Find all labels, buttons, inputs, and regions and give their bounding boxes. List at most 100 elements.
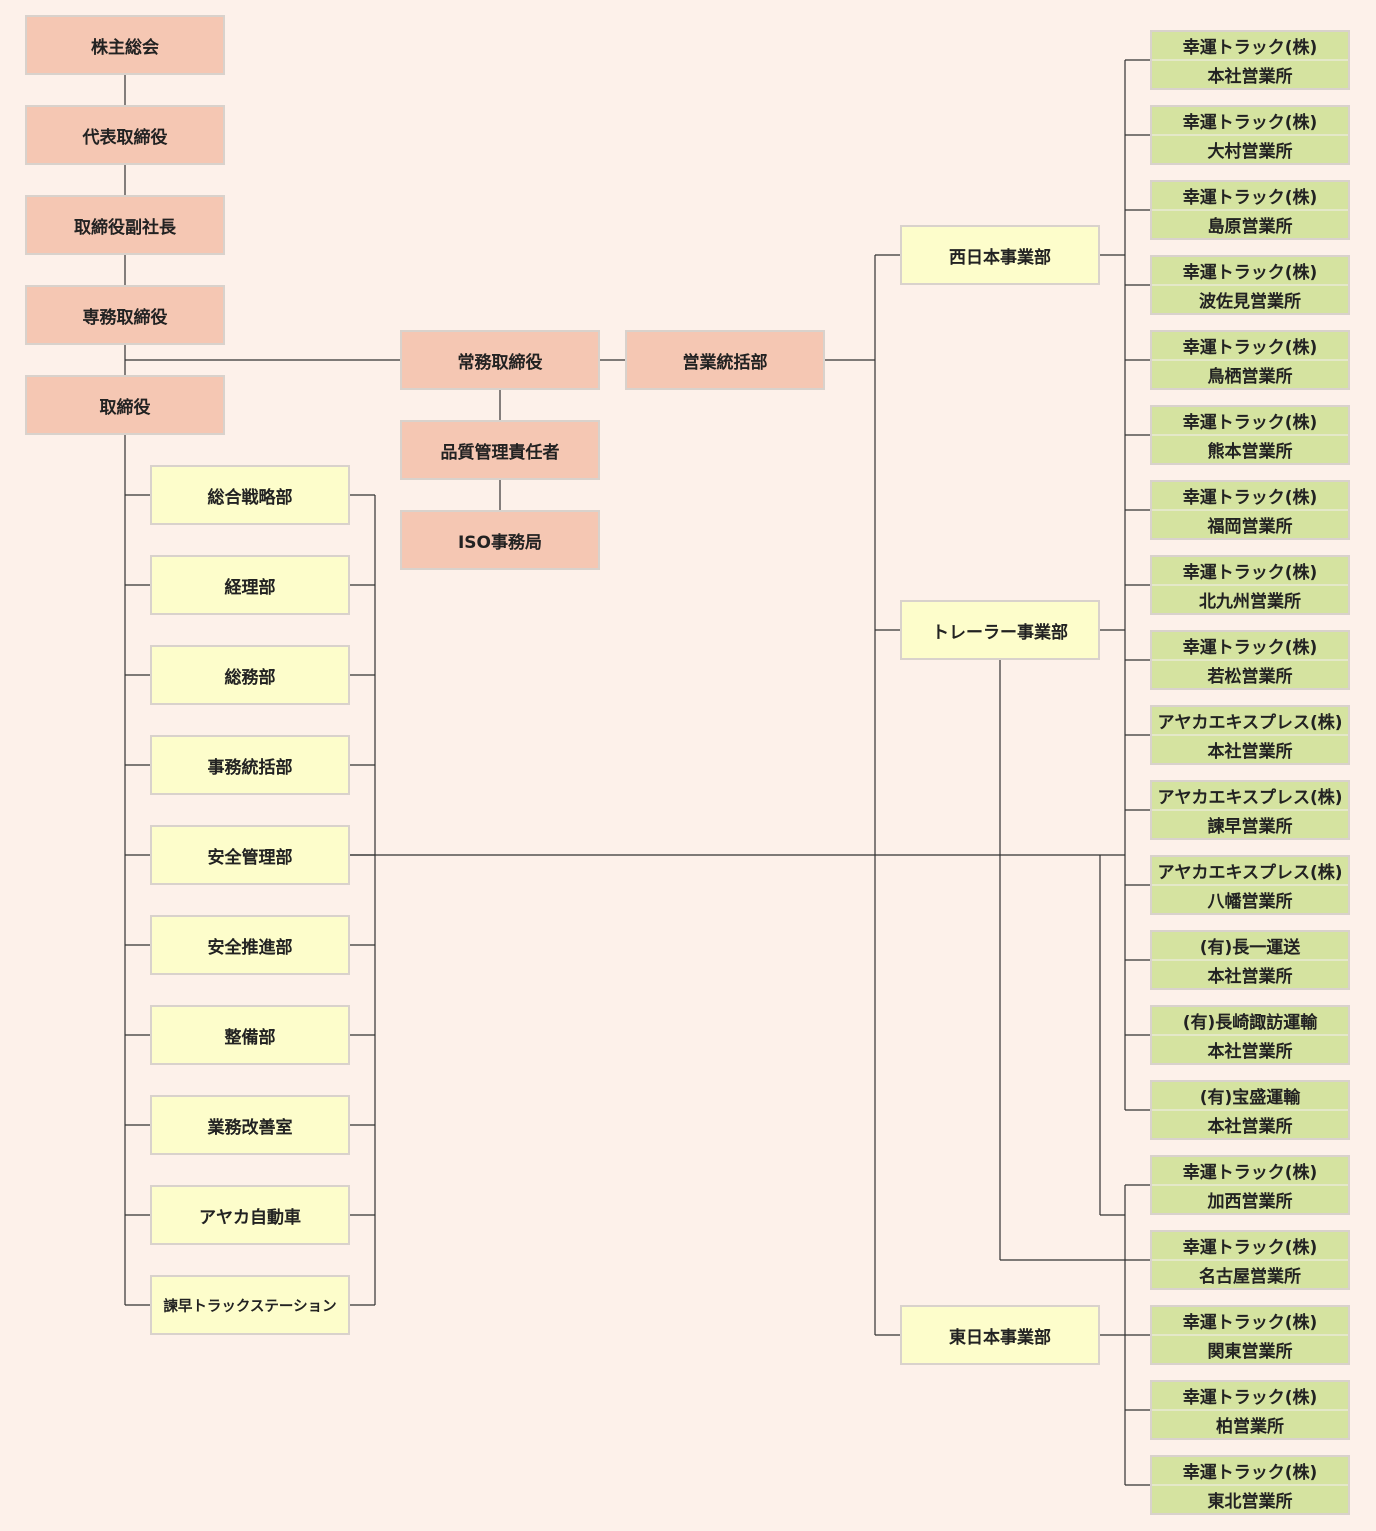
branch-office-box: (有)長一運送本社営業所 <box>1150 930 1350 990</box>
branch-office-box: 幸運トラック(株)熊本営業所 <box>1150 405 1350 465</box>
department-box: 事務統括部 <box>150 735 350 795</box>
branch-office-box: 幸運トラック(株)鳥栖営業所 <box>1150 330 1350 390</box>
branch-office: 本社営業所 <box>1152 1034 1348 1063</box>
branch-office: 本社営業所 <box>1152 959 1348 988</box>
senior-director-box: 専務取締役 <box>25 285 225 345</box>
iso-office-box: ISO事務局 <box>400 510 600 570</box>
branch-office-box: 幸運トラック(株)福岡営業所 <box>1150 480 1350 540</box>
quality-manager-label: 品質管理責任者 <box>440 442 560 463</box>
managing-director-label: 常務取締役 <box>457 352 543 373</box>
branch-office-box: 幸運トラック(株)関東営業所 <box>1150 1305 1350 1365</box>
branch-office-box: (有)宝盛運輸本社営業所 <box>1150 1080 1350 1140</box>
department-box: アヤカ自動車 <box>150 1185 350 1245</box>
branch-office-box: 幸運トラック(株)大村営業所 <box>1150 105 1350 165</box>
branch-office: 本社営業所 <box>1152 734 1348 763</box>
sales-hq-box: 営業統括部 <box>625 330 825 390</box>
director-box: 取締役 <box>25 375 225 435</box>
branch-office: 島原営業所 <box>1152 209 1348 238</box>
branch-company: 幸運トラック(株) <box>1182 188 1318 208</box>
branch-company: (有)宝盛運輸 <box>1199 1088 1301 1108</box>
branch-company: 幸運トラック(株) <box>1182 1163 1318 1183</box>
branch-office-box: アヤカエキスプレス(株)諫早営業所 <box>1150 780 1350 840</box>
branch-office-box: 幸運トラック(株)北九州営業所 <box>1150 555 1350 615</box>
branch-company: アヤカエキスプレス(株) <box>1157 788 1343 808</box>
department-box: 安全管理部 <box>150 825 350 885</box>
department-label: 総合戦略部 <box>207 487 293 508</box>
shareholders-box: 株主総会 <box>25 15 225 75</box>
senior-director-label: 専務取締役 <box>82 307 168 328</box>
quality-manager-box: 品質管理責任者 <box>400 420 600 480</box>
branch-company: 幸運トラック(株) <box>1182 563 1318 583</box>
branch-office-box: 幸運トラック(株)東北営業所 <box>1150 1455 1350 1515</box>
branch-office: 名古屋営業所 <box>1152 1259 1348 1288</box>
branch-company: 幸運トラック(株) <box>1182 488 1318 508</box>
branch-office: 加西営業所 <box>1152 1184 1348 1213</box>
branch-office: 本社営業所 <box>1152 1109 1348 1138</box>
branch-company: 幸運トラック(株) <box>1182 338 1318 358</box>
department-box: 総務部 <box>150 645 350 705</box>
branch-company: 幸運トラック(株) <box>1182 1238 1318 1258</box>
branch-office-box: (有)長崎諏訪運輸本社営業所 <box>1150 1005 1350 1065</box>
branch-company: 幸運トラック(株) <box>1182 1388 1318 1408</box>
department-label: 諫早トラックステーション <box>163 1298 337 1315</box>
branch-office: 福岡営業所 <box>1152 509 1348 538</box>
vice-president-box: 取締役副社長 <box>25 195 225 255</box>
branch-office-box: 幸運トラック(株)柏営業所 <box>1150 1380 1350 1440</box>
department-label: 経理部 <box>224 577 276 598</box>
branch-office-box: アヤカエキスプレス(株)八幡営業所 <box>1150 855 1350 915</box>
branch-office: 本社営業所 <box>1152 59 1348 88</box>
branch-office: 関東営業所 <box>1152 1334 1348 1363</box>
department-label: 総務部 <box>224 667 276 688</box>
department-label: 安全管理部 <box>207 847 293 868</box>
branch-office: 柏営業所 <box>1152 1409 1348 1438</box>
branch-company: (有)長崎諏訪運輸 <box>1182 1013 1318 1033</box>
branch-office-box: 幸運トラック(株)本社営業所 <box>1150 30 1350 90</box>
department-label: 安全推進部 <box>207 937 293 958</box>
branch-company: 幸運トラック(株) <box>1182 413 1318 433</box>
branch-office-box: 幸運トラック(株)波佐見営業所 <box>1150 255 1350 315</box>
department-box: 諫早トラックステーション <box>150 1275 350 1335</box>
branch-office-box: 幸運トラック(株)若松営業所 <box>1150 630 1350 690</box>
branch-office: 若松営業所 <box>1152 659 1348 688</box>
department-label: 業務改善室 <box>207 1117 293 1138</box>
branch-office: 北九州営業所 <box>1152 584 1348 613</box>
branch-company: 幸運トラック(株) <box>1182 1313 1318 1333</box>
branch-company: アヤカエキスプレス(株) <box>1157 863 1343 883</box>
trailer-division-label: トレーラー事業部 <box>932 622 1068 643</box>
branch-company: 幸運トラック(株) <box>1182 638 1318 658</box>
branch-office: 八幡営業所 <box>1152 884 1348 913</box>
department-label: アヤカ自動車 <box>199 1207 301 1228</box>
branch-office: 熊本営業所 <box>1152 434 1348 463</box>
branch-company: 幸運トラック(株) <box>1182 1463 1318 1483</box>
branch-office: 諫早営業所 <box>1152 809 1348 838</box>
branch-office-box: 幸運トラック(株)島原営業所 <box>1150 180 1350 240</box>
department-label: 整備部 <box>224 1027 276 1048</box>
department-box: 総合戦略部 <box>150 465 350 525</box>
east-division-label: 東日本事業部 <box>949 1327 1051 1348</box>
director-label: 取締役 <box>99 397 151 418</box>
branch-company: 幸運トラック(株) <box>1182 263 1318 283</box>
president-box: 代表取締役 <box>25 105 225 165</box>
branch-company: 幸運トラック(株) <box>1182 113 1318 133</box>
branch-office-box: 幸運トラック(株)加西営業所 <box>1150 1155 1350 1215</box>
department-box: 安全推進部 <box>150 915 350 975</box>
department-box: 経理部 <box>150 555 350 615</box>
branch-office-box: アヤカエキスプレス(株)本社営業所 <box>1150 705 1350 765</box>
branch-office: 鳥栖営業所 <box>1152 359 1348 388</box>
department-label: 事務統括部 <box>207 757 293 778</box>
vice-president-label: 取締役副社長 <box>74 217 176 238</box>
east-division-box: 東日本事業部 <box>900 1305 1100 1365</box>
department-box: 業務改善室 <box>150 1095 350 1155</box>
branch-office: 波佐見営業所 <box>1152 284 1348 313</box>
managing-director-box: 常務取締役 <box>400 330 600 390</box>
branch-office: 東北営業所 <box>1152 1484 1348 1513</box>
branch-company: 幸運トラック(株) <box>1182 38 1318 58</box>
branch-office-box: 幸運トラック(株)名古屋営業所 <box>1150 1230 1350 1290</box>
west-division-label: 西日本事業部 <box>949 247 1051 268</box>
sales-hq-label: 営業統括部 <box>682 352 768 373</box>
branch-office: 大村営業所 <box>1152 134 1348 163</box>
department-box: 整備部 <box>150 1005 350 1065</box>
iso-office-label: ISO事務局 <box>457 532 543 553</box>
shareholders-label: 株主総会 <box>91 37 159 58</box>
